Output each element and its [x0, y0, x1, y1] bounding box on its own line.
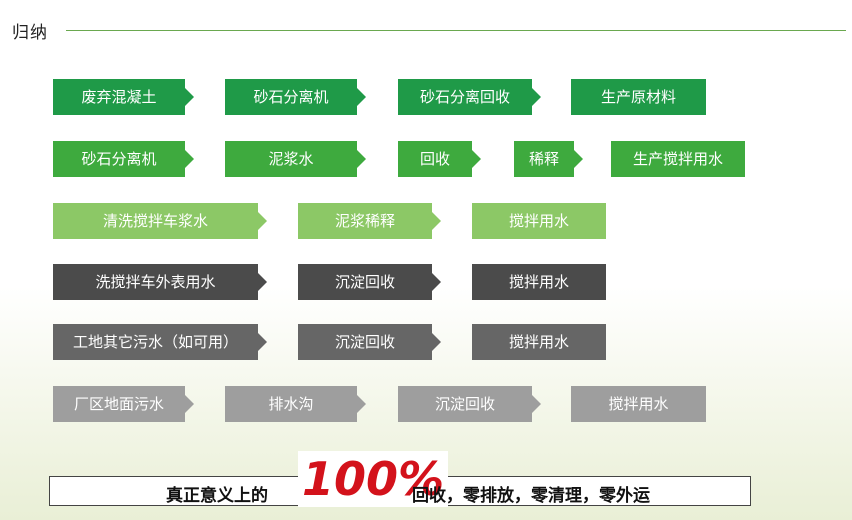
flow-step-recycle: 回收 [398, 141, 481, 177]
flow-step-dilute: 稀释 [514, 141, 583, 177]
flow-step-sediment-recovery: 沉淀回收 [398, 386, 541, 422]
flow-step-plant-floor-wastewater: 厂区地面污水 [53, 386, 194, 422]
flow-step-sediment-recovery: 沉淀回收 [298, 324, 441, 360]
slogan-percent: 100% [298, 451, 449, 507]
flow-step-waste-concrete: 废弃混凝土 [53, 79, 194, 115]
slogan-banner: 真正意义上的 100% 回收，零排放，零清理，零外运 [49, 451, 751, 507]
flow-row-1: 废弃混凝土 砂石分离机 砂石分离回收 生产原材料 [0, 79, 852, 115]
flow-step-sand-separator: 砂石分离机 [53, 141, 194, 177]
header-divider [66, 30, 846, 31]
flow-step-mixing-water: 搅拌用水 [571, 386, 706, 422]
flow-row-3: 清洗搅拌车浆水 泥浆稀释 搅拌用水 [0, 203, 852, 239]
flow-step-mixing-water: 搅拌用水 [472, 324, 606, 360]
slogan-prefix: 真正意义上的 [166, 486, 268, 506]
flow-step-raw-material: 生产原材料 [571, 79, 706, 115]
header-title: 归纳 [12, 23, 48, 43]
flow-row-5: 工地其它污水（如可用） 沉淀回收 搅拌用水 [0, 324, 852, 360]
flow-step-site-wastewater: 工地其它污水（如可用） [53, 324, 267, 360]
flow-step-slurry-water: 泥浆水 [225, 141, 366, 177]
flow-step-sediment-recovery: 沉淀回收 [298, 264, 441, 300]
flow-step-mixing-water: 生产搅拌用水 [611, 141, 745, 177]
slogan-suffix: 回收，零排放，零清理，零外运 [412, 486, 650, 506]
flow-step-truck-wash-slurry: 清洗搅拌车浆水 [53, 203, 267, 239]
flow-row-6: 厂区地面污水 排水沟 沉淀回收 搅拌用水 [0, 386, 852, 422]
flow-step-mixing-water: 搅拌用水 [472, 264, 606, 300]
flow-row-4: 洗搅拌车外表用水 沉淀回收 搅拌用水 [0, 264, 852, 300]
flow-step-sand-separator: 砂石分离机 [225, 79, 366, 115]
flow-step-slurry-dilution: 泥浆稀释 [298, 203, 441, 239]
flow-step-drainage-ditch: 排水沟 [225, 386, 366, 422]
flow-step-sand-recovery: 砂石分离回收 [398, 79, 541, 115]
flow-step-truck-exterior-water: 洗搅拌车外表用水 [53, 264, 267, 300]
flow-row-2: 砂石分离机 泥浆水 回收 稀释 生产搅拌用水 [0, 141, 852, 177]
flow-step-mixing-water: 搅拌用水 [472, 203, 606, 239]
